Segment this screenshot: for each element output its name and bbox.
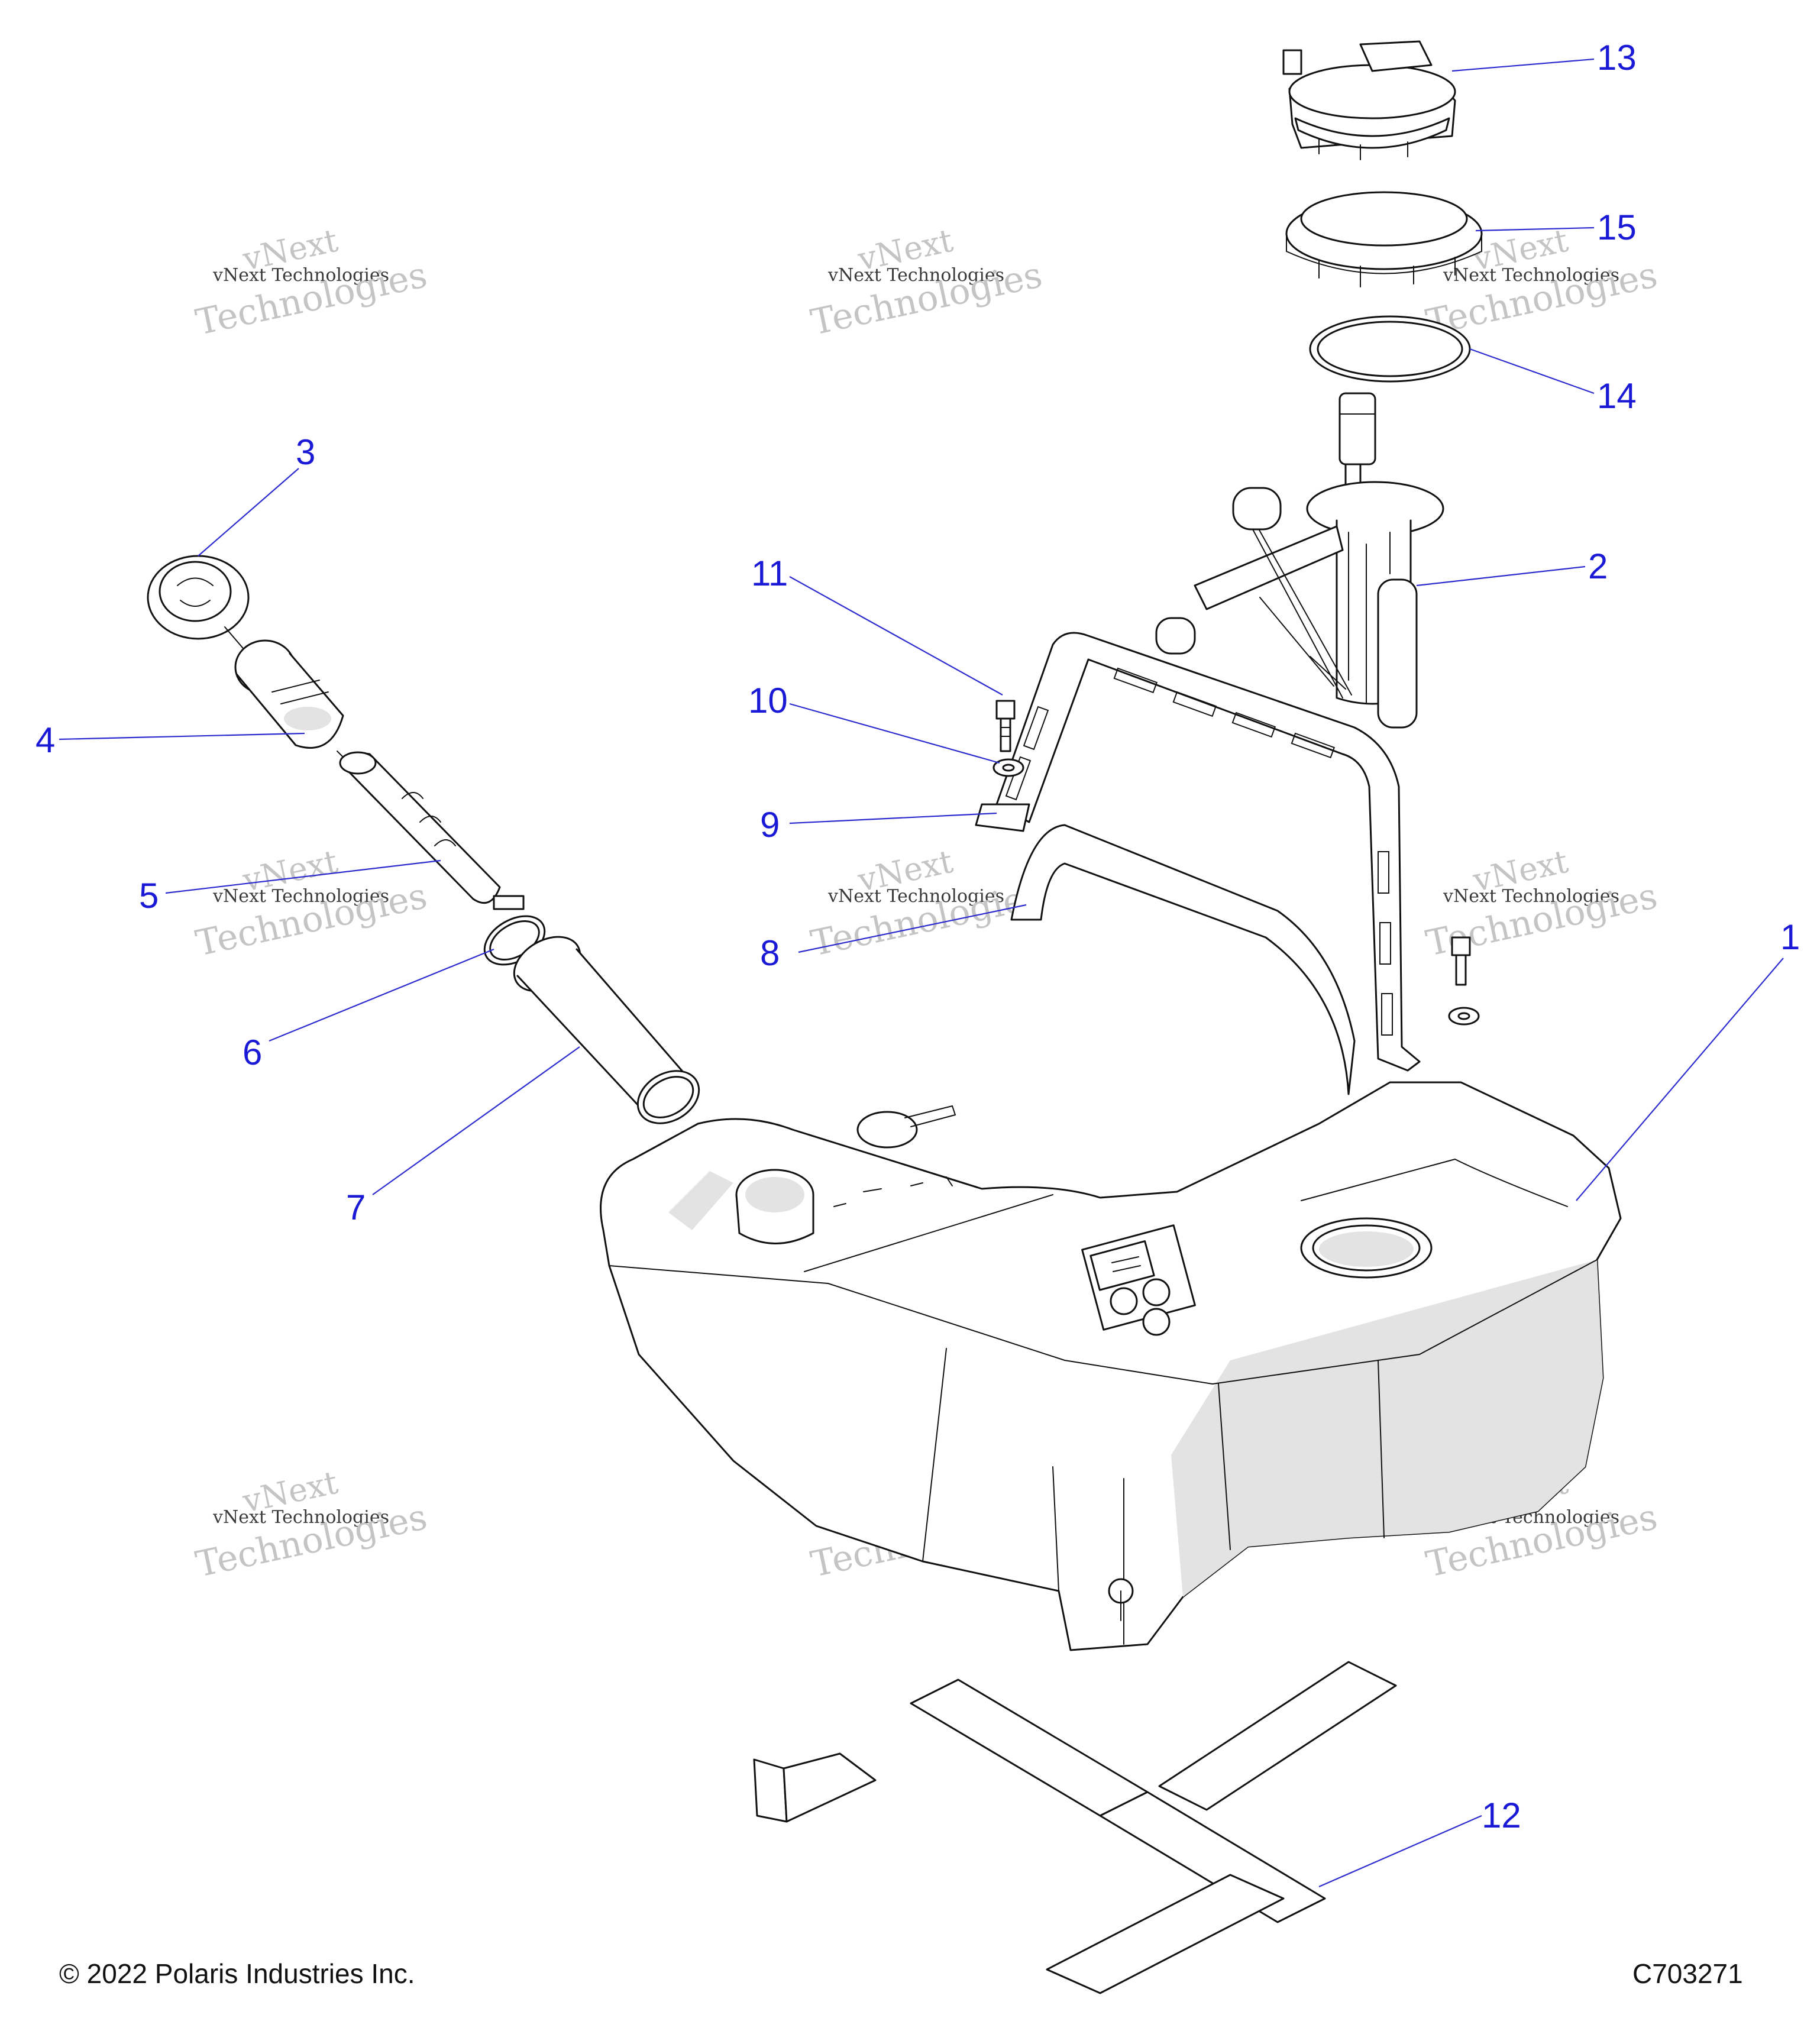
callout-1: 1 xyxy=(1780,917,1800,957)
part-2-fuel-pump xyxy=(1155,392,1444,729)
part-10-washer xyxy=(992,758,1024,777)
watermark: vNext vNext Technologies Technologies xyxy=(807,222,1046,344)
watermark: vNext vNext Technologies Technologies xyxy=(192,843,431,965)
callout-12: 12 xyxy=(1482,1796,1521,1835)
part-7-hose xyxy=(513,936,700,1124)
callout-7: 7 xyxy=(346,1188,366,1227)
watermark: vNext vNext Technologies Technologies xyxy=(192,1464,431,1586)
svg-text:vNext Technologies: vNext Technologies xyxy=(827,265,1004,286)
svg-text:vNext Technologies: vNext Technologies xyxy=(212,886,389,907)
part-1-fuel-tank xyxy=(600,1081,1622,1651)
part-11-bolt xyxy=(995,700,1016,752)
part-13-pump-cover xyxy=(1282,40,1456,160)
leader-lines xyxy=(59,58,1784,1888)
part-14-seal xyxy=(1309,315,1471,383)
callout-15: 15 xyxy=(1597,208,1637,247)
svg-text:vNext Technologies: vNext Technologies xyxy=(1443,886,1619,907)
part-8-pad xyxy=(1010,824,1356,1095)
svg-text:vNext Technologies: vNext Technologies xyxy=(1443,265,1619,286)
watermark: vNext vNext Technologies Technologies xyxy=(807,843,1046,965)
part-9-strap xyxy=(975,632,1421,1072)
svg-text:vNext Technologies: vNext Technologies xyxy=(827,886,1004,907)
svg-text:vNext Technologies: vNext Technologies xyxy=(212,265,389,286)
callout-4: 4 xyxy=(35,720,55,760)
callouts: 1 2 3 4 5 6 7 8 9 10 11 12 13 14 15 xyxy=(35,38,1800,1835)
callout-5: 5 xyxy=(139,876,159,916)
watermark: vNext vNext Technologies Technologies xyxy=(1422,843,1661,965)
callout-14: 14 xyxy=(1597,376,1637,416)
watermark: vNext vNext Technologies Technologies xyxy=(192,222,431,344)
callout-9: 9 xyxy=(760,805,780,845)
callout-3: 3 xyxy=(296,432,315,472)
part-4-filler-neck xyxy=(234,639,361,775)
svg-text:vNext Technologies: vNext Technologies xyxy=(212,1507,389,1528)
callout-8: 8 xyxy=(760,933,780,973)
part-5-hose xyxy=(339,751,501,904)
part-11-bolt xyxy=(1451,936,1471,986)
callout-11: 11 xyxy=(751,554,788,593)
part-12-pads xyxy=(753,1661,1397,1994)
copyright-notice: © 2022 Polaris Industries Inc. xyxy=(59,1958,415,1989)
callout-13: 13 xyxy=(1597,38,1637,77)
diagram-code: C703271 xyxy=(1632,1958,1743,1989)
callout-10: 10 xyxy=(748,681,788,720)
callout-6: 6 xyxy=(243,1033,262,1072)
part-15-lock-ring xyxy=(1285,191,1483,287)
callout-2: 2 xyxy=(1588,546,1608,586)
part-10-washer xyxy=(1448,1007,1480,1026)
